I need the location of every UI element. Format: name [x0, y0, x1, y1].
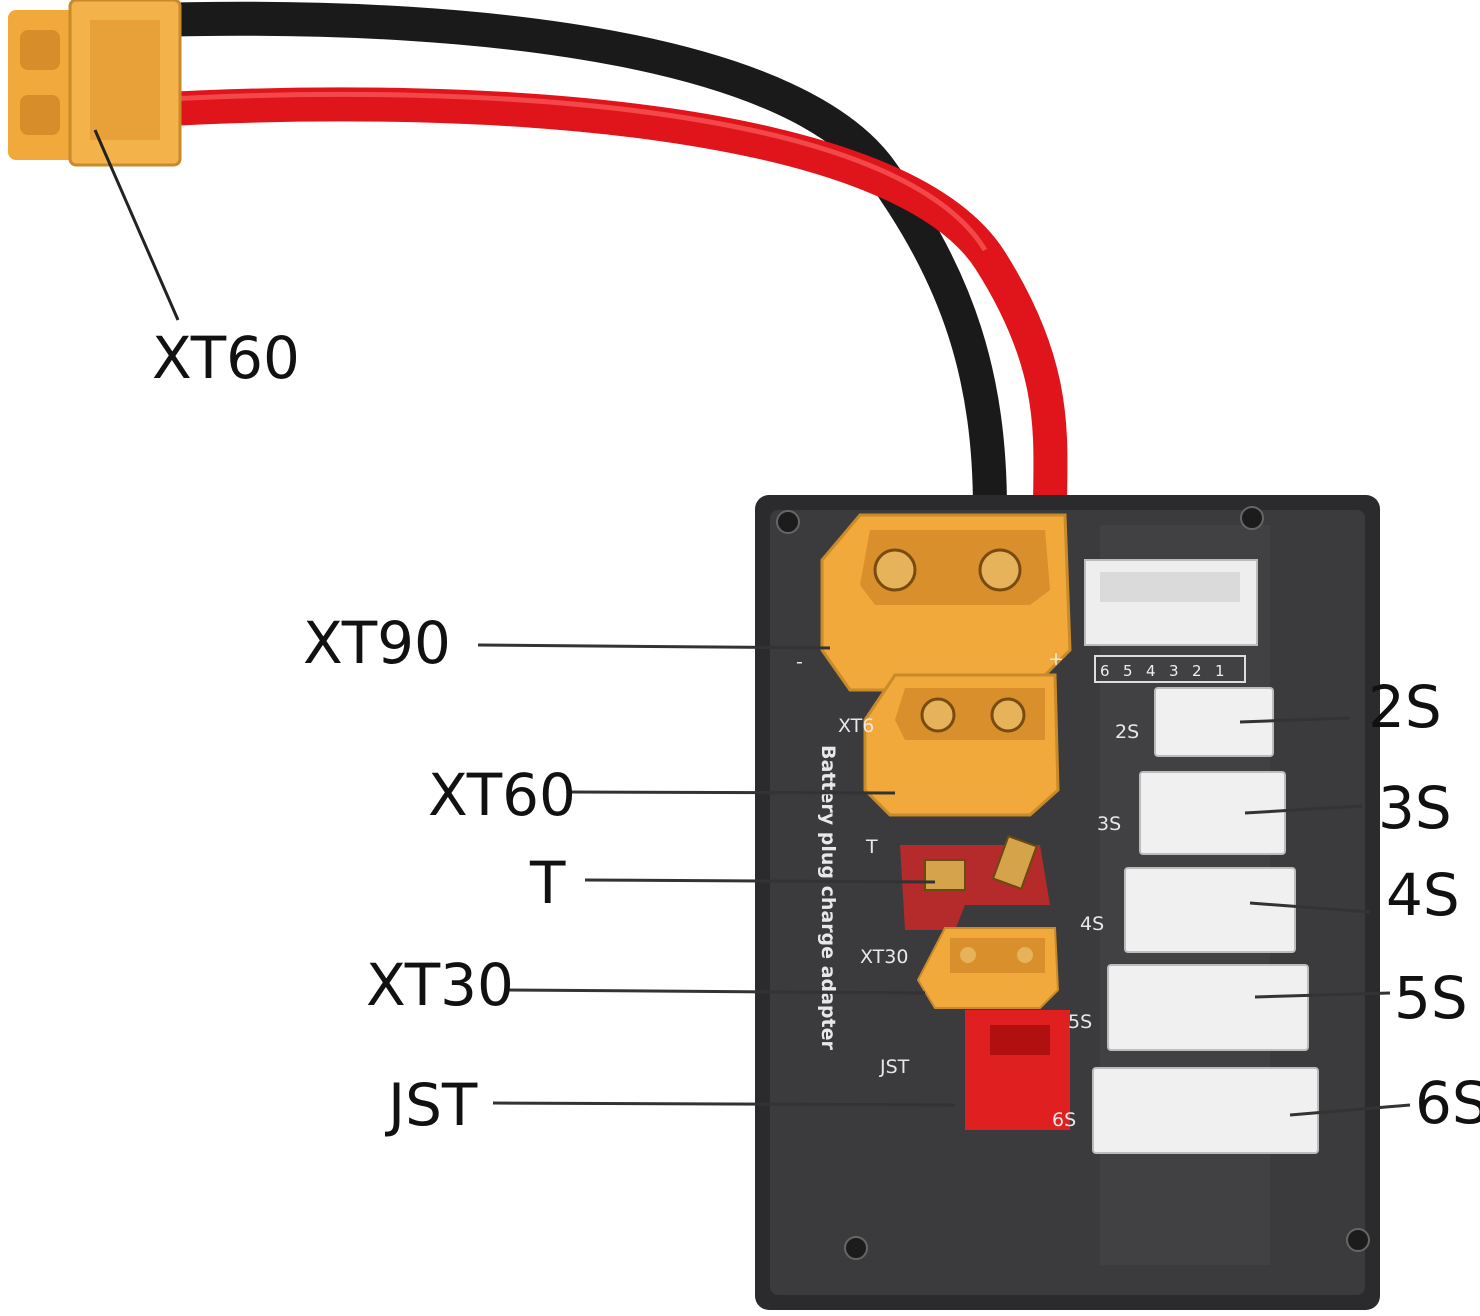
5s-label: 5S — [1394, 964, 1468, 1032]
board-title: Battery plug charge adapter — [817, 745, 839, 1050]
jst-port — [965, 1010, 1070, 1130]
port-5s — [1107, 964, 1309, 1051]
jst-label: JST — [385, 1071, 478, 1139]
balance-main-connector — [1084, 559, 1258, 683]
xt60-silk: XT6 — [838, 715, 874, 737]
xt30-label: XT30 — [366, 951, 514, 1019]
screw-icons — [776, 506, 1370, 1260]
leader-lines — [477, 643, 1411, 1117]
xt60-label: XT60 — [428, 761, 576, 829]
silk-6s: 6S — [1052, 1109, 1076, 1131]
silk-2s: 2S — [1115, 721, 1139, 743]
port-4s — [1124, 867, 1296, 953]
cable-xt60-connector — [8, 0, 182, 167]
jst-silk: JST — [879, 1056, 910, 1078]
balance-pin-numbers: 6 5 4 3 2 1 — [1100, 662, 1225, 680]
svg-text:3: 3 — [1169, 662, 1179, 680]
xt30-silk: XT30 — [860, 946, 908, 968]
svg-text:4: 4 — [1146, 662, 1156, 680]
xt60-port — [863, 673, 1060, 817]
svg-text:1: 1 — [1215, 662, 1225, 680]
port-6s — [1092, 1067, 1319, 1154]
black-wire — [149, 1, 1007, 511]
svg-text:2: 2 — [1192, 662, 1202, 680]
plus-mark: + — [1048, 648, 1064, 670]
silk-4s: 4S — [1080, 913, 1104, 935]
xt30-port — [916, 927, 1060, 1009]
3s-label: 3S — [1378, 774, 1452, 842]
xt90-port — [820, 513, 1072, 692]
t-label: T — [529, 849, 566, 917]
cable-xt60-leader — [93, 129, 180, 321]
svg-text:5: 5 — [1123, 662, 1133, 680]
red-wire — [149, 87, 1068, 511]
xt90-label: XT90 — [303, 609, 451, 677]
t-silk: T — [865, 836, 878, 858]
t-port — [900, 834, 1050, 930]
svg-text:6: 6 — [1100, 662, 1110, 680]
silk-5s: 5S — [1068, 1011, 1092, 1033]
silk-3s: 3S — [1097, 813, 1121, 835]
4s-label: 4S — [1386, 861, 1460, 929]
2s-label: 2S — [1368, 673, 1442, 741]
cable-xt60-label: XT60 — [152, 324, 300, 392]
6s-label: 6S — [1415, 1069, 1480, 1137]
port-3s — [1139, 771, 1286, 855]
adapter-board: + - XT6 T XT30 JST Battery plug — [755, 495, 1380, 1310]
minus-mark: - — [796, 651, 803, 673]
